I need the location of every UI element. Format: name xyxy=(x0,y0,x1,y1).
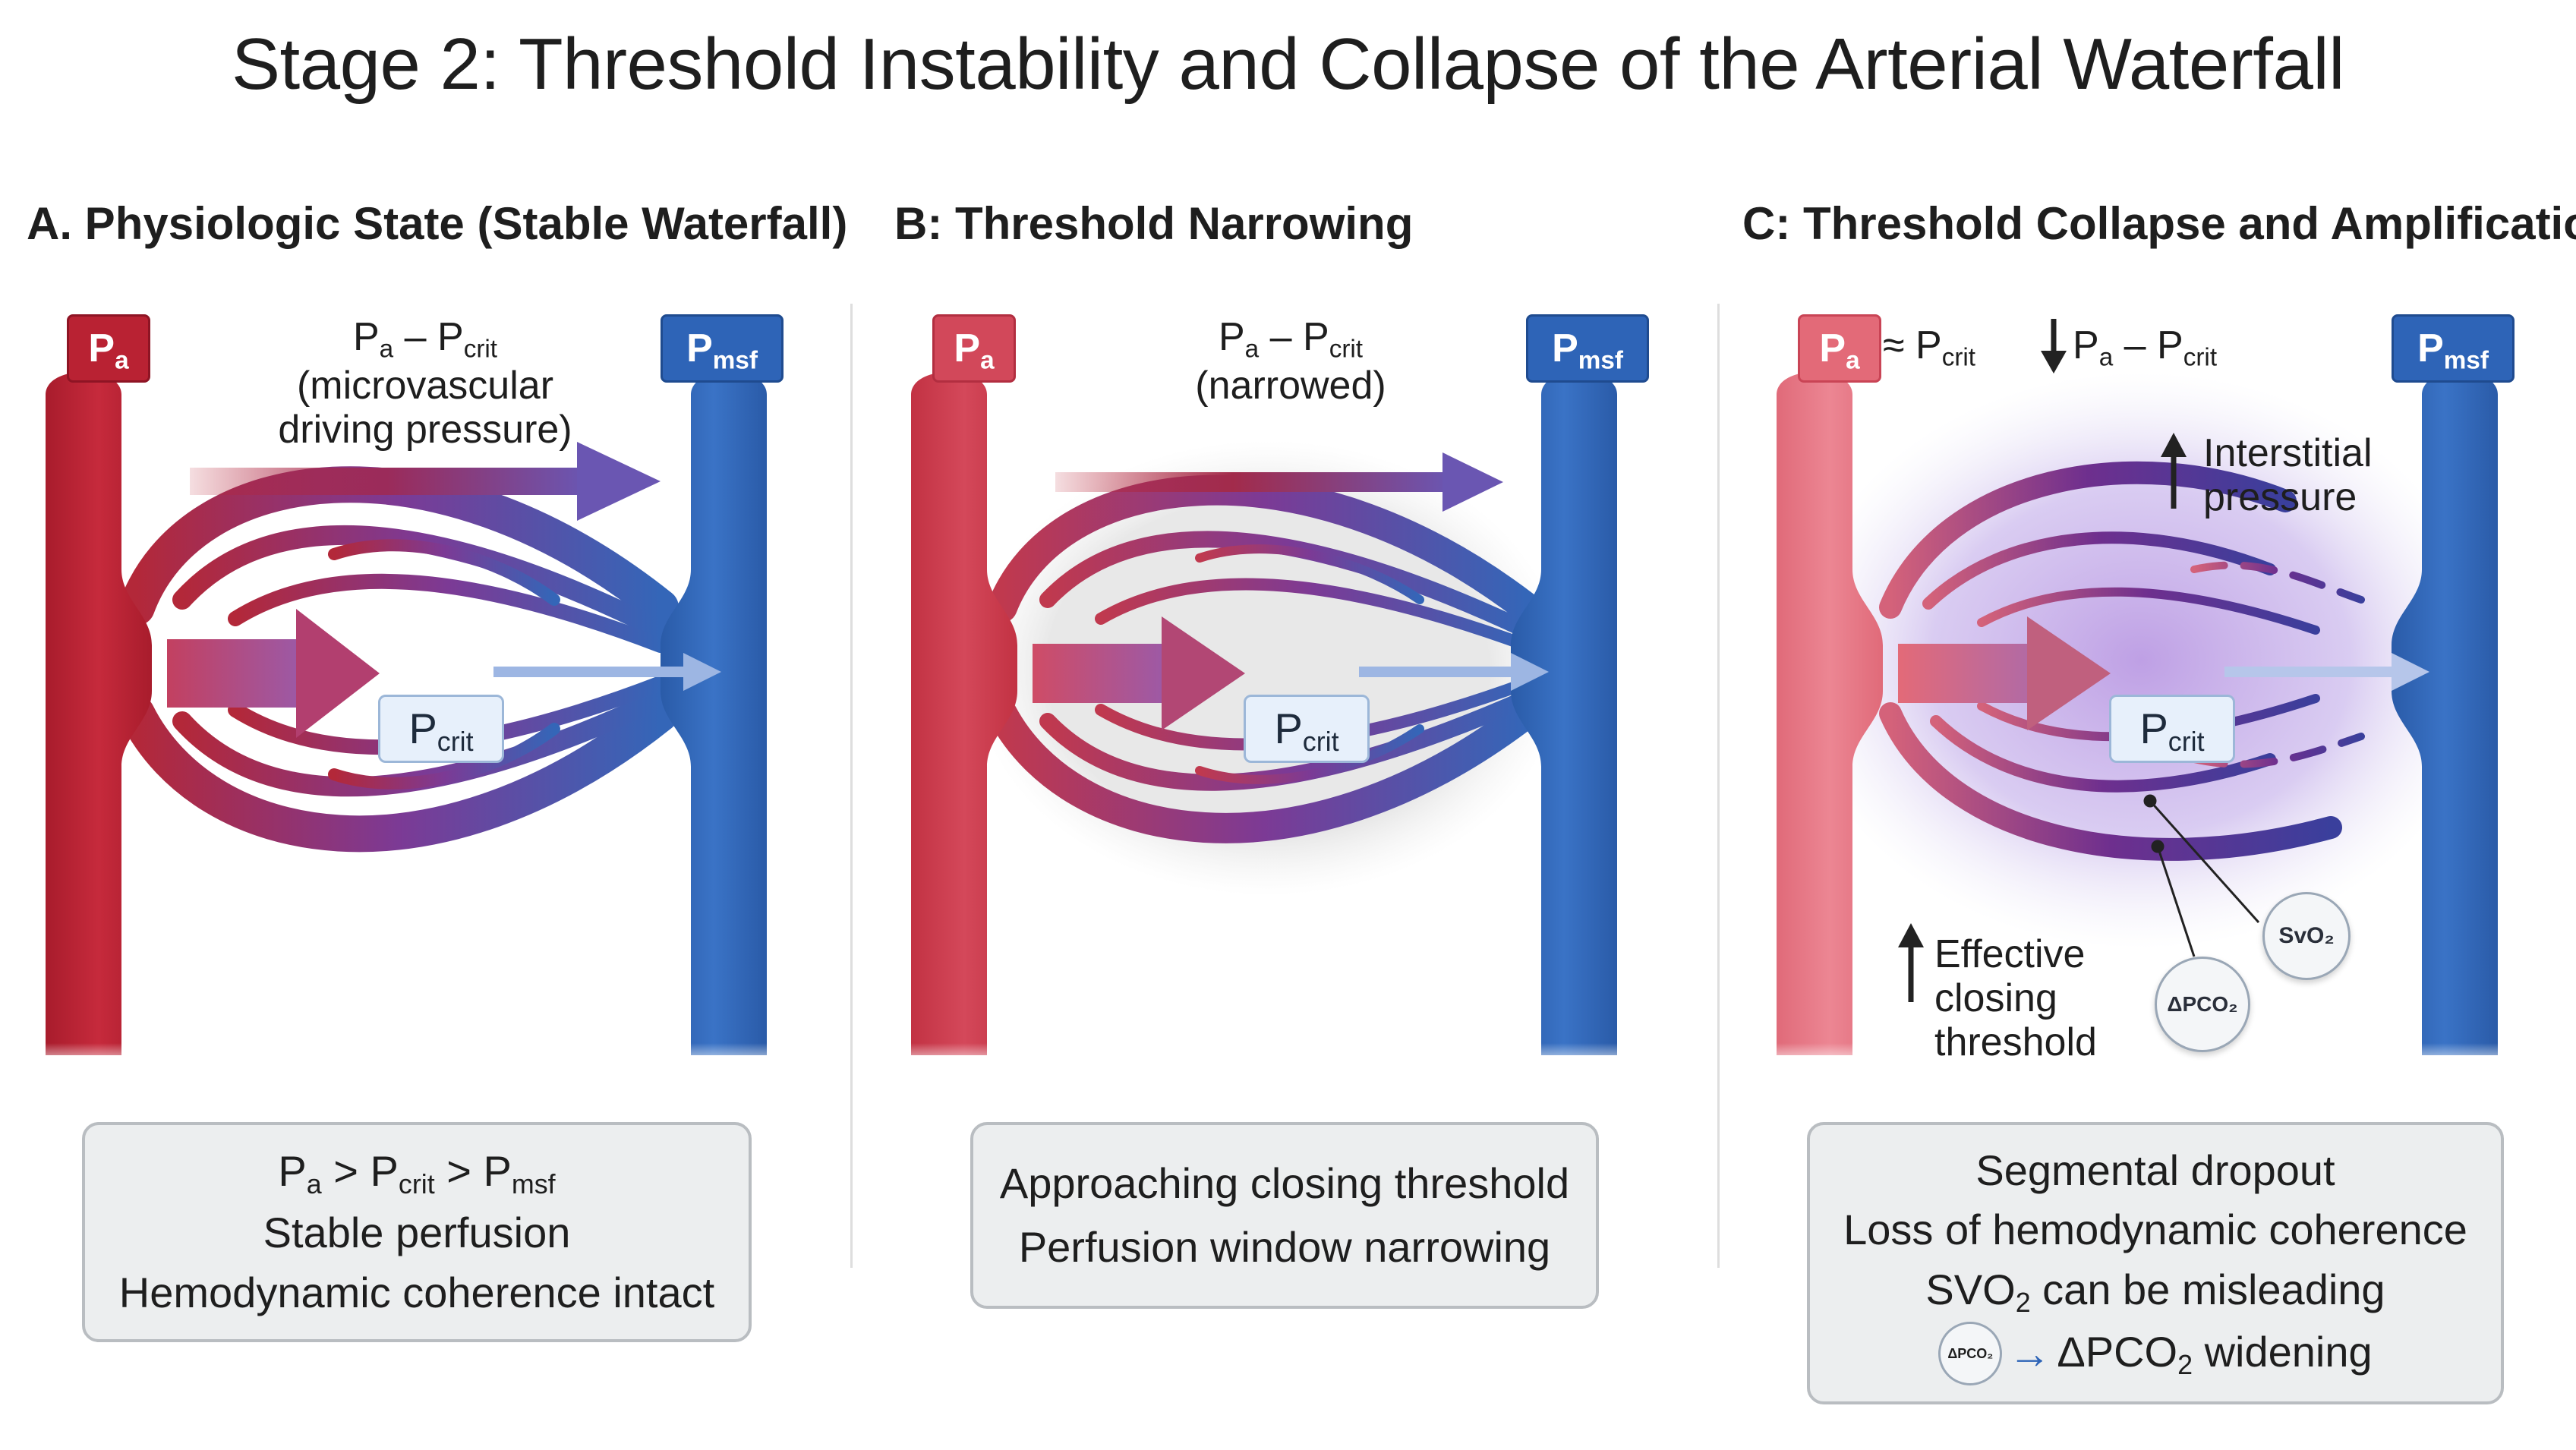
pcrit-label: Pcrit xyxy=(2109,695,2235,763)
right-arrow-icon xyxy=(1898,616,2111,730)
interstitial-edema-halo xyxy=(1792,372,2490,949)
panel-a: A. Physiologic State (Stable Waterfall) xyxy=(8,175,850,1420)
vein-vessel xyxy=(1511,372,1617,1055)
pmsf-label: Pmsf xyxy=(661,314,784,383)
panel-b-summary-box: Approaching closing threshold Perfusion … xyxy=(970,1122,1599,1309)
right-arrow-icon xyxy=(167,609,380,738)
artery-vessel xyxy=(1777,372,1883,1055)
summary-line: Loss of hemodynamic coherence xyxy=(1843,1206,2467,1254)
right-arrow-icon: → xyxy=(2008,1329,2051,1377)
interstitial-pressure-label: Interstitial pressure xyxy=(2203,431,2373,520)
driving-pressure-label: Pa – Pcrit (narrowed) xyxy=(1195,315,1386,408)
pmsf-label: Pmsf xyxy=(2392,314,2515,383)
badge-leader-lines xyxy=(2143,794,2260,957)
vein-vessel xyxy=(2392,372,2498,1055)
separator xyxy=(1717,304,1720,1268)
pcrit-label: Pcrit xyxy=(378,695,504,763)
panel-c: C: Threshold Collapse and Amplification xyxy=(1739,175,2576,1420)
pmsf-label: Pmsf xyxy=(1526,314,1649,383)
summary-line: Stable perfusion xyxy=(263,1209,571,1257)
panel-c-vessel-diagram xyxy=(1761,319,2521,1070)
summary-line: Hemodynamic coherence intact xyxy=(118,1268,715,1316)
right-arrow-icon xyxy=(1033,616,1245,730)
panel-c-title: C: Threshold Collapse and Amplification xyxy=(1742,198,2576,249)
effective-closing-threshold-label: Effective closing threshold xyxy=(1934,932,2097,1065)
svo2-badge: SvO₂ xyxy=(2262,892,2351,980)
artery-vessel xyxy=(911,372,1017,1055)
driving-pressure-label: Pa – Pcrit xyxy=(2073,323,2218,372)
summary-line: Perfusion window narrowing xyxy=(1018,1223,1551,1271)
page-title: Stage 2: Threshold Instability and Colla… xyxy=(231,24,2345,105)
down-arrow-icon xyxy=(2041,319,2067,374)
panel-b-title: B: Threshold Narrowing xyxy=(894,198,1414,249)
summary-line: ΔPCO₂ → ΔPCO2 widening xyxy=(1938,1321,2373,1385)
summary-line: Segmental dropout xyxy=(1975,1146,2335,1194)
separator xyxy=(850,304,853,1268)
right-arrow-icon xyxy=(190,442,661,521)
panel-c-summary-box: Segmental dropout Loss of hemodynamic co… xyxy=(1807,1122,2504,1404)
summary-line: Approaching closing threshold xyxy=(999,1159,1570,1207)
up-arrow-icon xyxy=(1898,923,1924,1002)
pa-label: Pa xyxy=(932,314,1016,383)
pcrit-label: Pcrit xyxy=(1244,695,1370,763)
panel-b: B: Threshold Narrowing xyxy=(873,175,1716,1420)
summary-line: SVO2 can be misleading xyxy=(1925,1265,2385,1318)
pa-approx-pcrit-label: ≈ Pcrit xyxy=(1883,323,1976,372)
pressure-inequality: Pa > Pcrit > Pmsf xyxy=(278,1147,556,1200)
up-arrow-icon xyxy=(2161,433,2187,509)
panel-a-summary-box: Pa > Pcrit > Pmsf Stable perfusion Hemod… xyxy=(82,1122,752,1342)
right-arrow-icon xyxy=(2224,653,2429,691)
pa-label: Pa xyxy=(67,314,150,383)
right-arrow-icon xyxy=(493,653,721,691)
panel-a-title: A. Physiologic State (Stable Waterfall) xyxy=(27,198,848,249)
panel-b-vessel-diagram xyxy=(896,372,1655,1070)
dpco2-badge: ΔPCO₂ xyxy=(2155,957,2250,1052)
dpco2-mini-badge: ΔPCO₂ xyxy=(1938,1321,2003,1385)
vein-vessel xyxy=(661,372,767,1055)
driving-pressure-label: Pa – Pcrit (microvascular driving pressu… xyxy=(278,315,572,452)
right-arrow-icon xyxy=(1359,653,1549,691)
pa-label: Pa xyxy=(1798,314,1881,383)
capillary-bed xyxy=(1879,461,2365,861)
panel-a-vessel-diagram xyxy=(30,372,790,1070)
right-arrow-icon xyxy=(1055,452,1503,512)
artery-vessel xyxy=(46,372,152,1055)
